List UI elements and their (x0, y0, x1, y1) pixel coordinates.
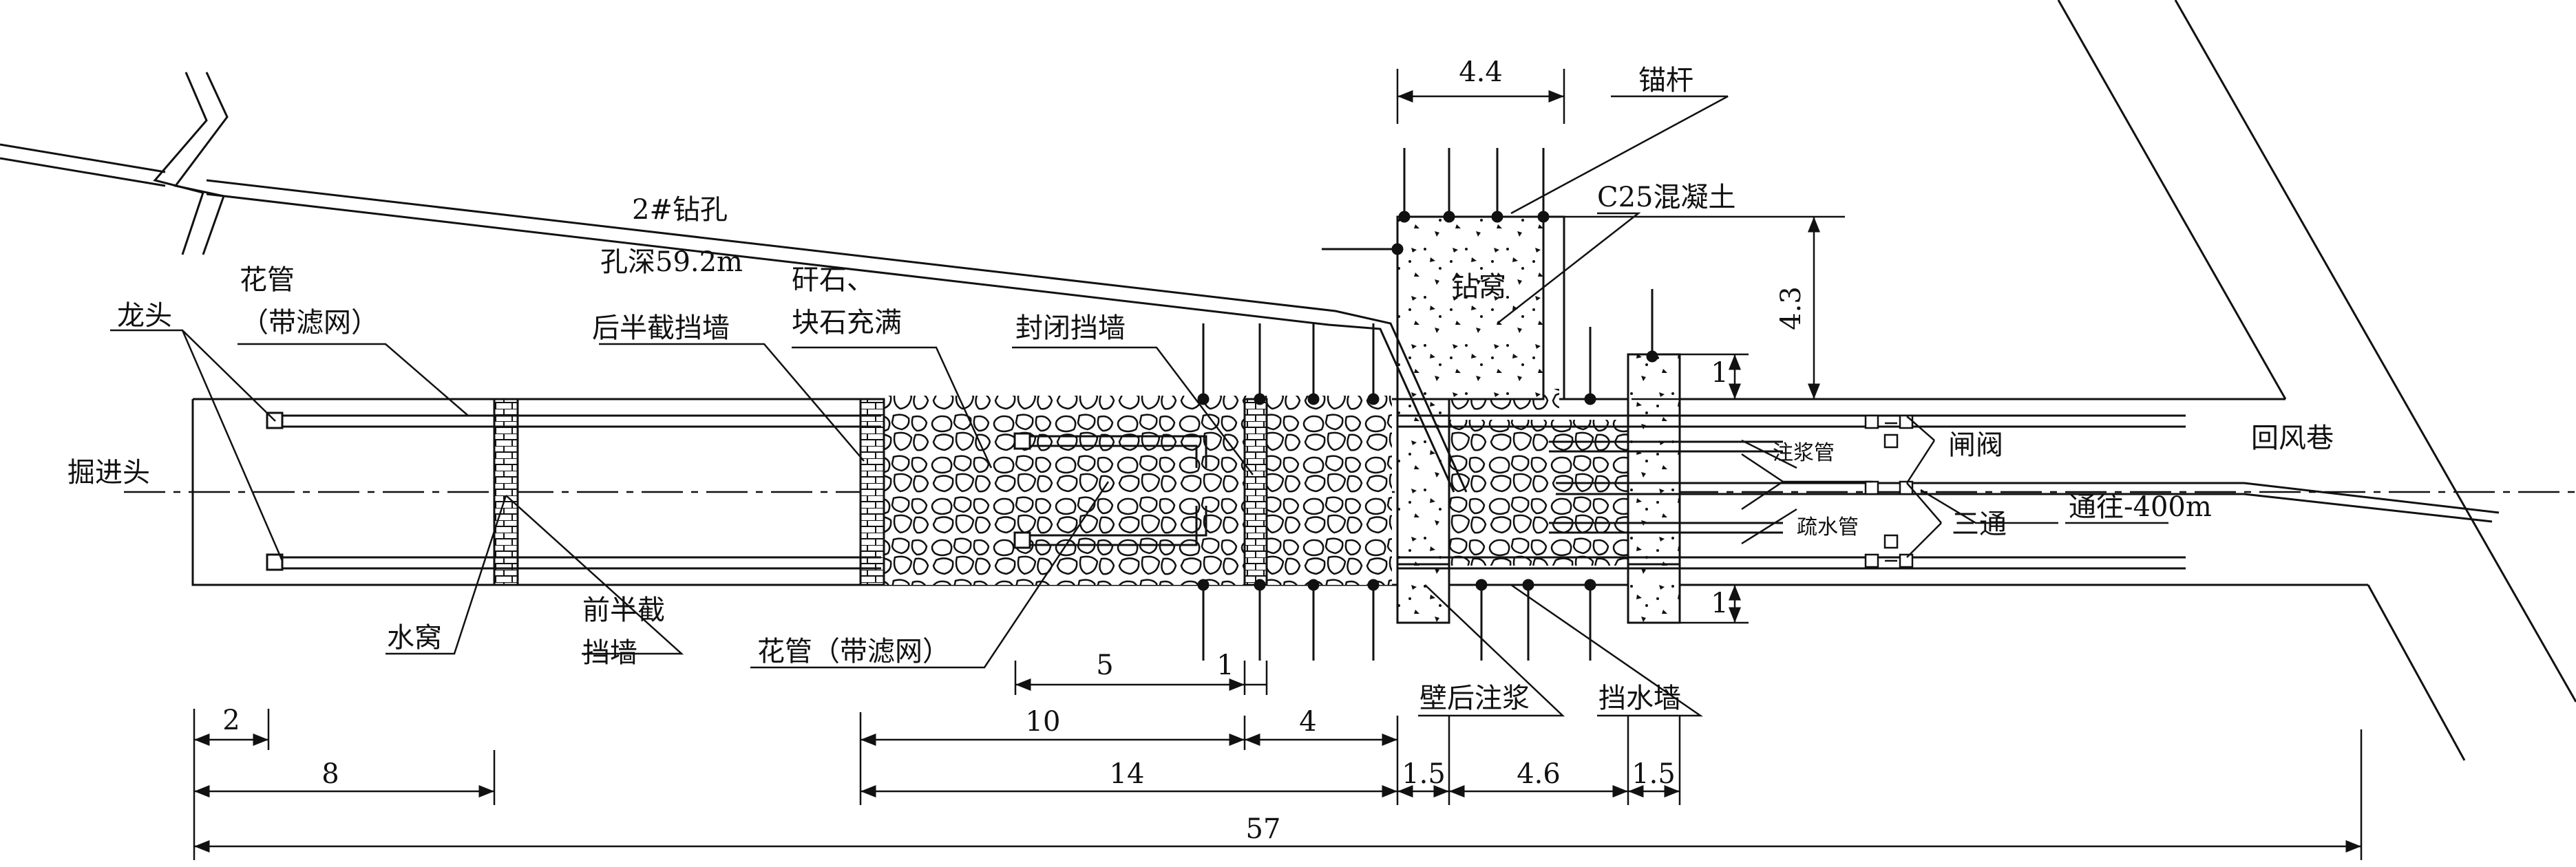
label-qianban-2: 挡墙 (582, 637, 637, 669)
label-shuiwo: 水窝 (387, 622, 442, 654)
dim-4-6: 4.6 (1517, 758, 1561, 790)
label-zuanwo: 钻窝 (1451, 271, 1506, 303)
label-zhafa: 闸阀 (1948, 429, 2003, 461)
dim-57: 57 (1246, 813, 1281, 845)
dimension-values: 4.4 4.3 1 1 5 1 2 10 4 8 14 1.5 4.6 1.5 … (222, 56, 1807, 845)
leader-lines (110, 95, 2168, 717)
borehole-2 (0, 143, 1468, 493)
return-airway (2057, 0, 2576, 761)
dim-1-5-b: 1.5 (1632, 758, 1676, 790)
valve-fittings (1864, 414, 1914, 568)
anchor-bolts (1197, 148, 1658, 661)
break-line (153, 72, 229, 255)
dimension-lines (193, 69, 2363, 860)
pipes (274, 414, 2500, 570)
dim-10: 10 (1026, 706, 1061, 738)
dim-2: 2 (222, 705, 240, 736)
small-labels: 注浆管 疏水管 (1773, 441, 1859, 539)
label-fengbi: 封闭挡墙 (1015, 312, 1126, 344)
dim-1-5-a: 1.5 (1402, 758, 1446, 790)
label-maogan: 锚杆 (1638, 65, 1693, 96)
label-c25: C25混凝土 (1597, 182, 1736, 213)
label-tongwang: 通往-400m (2069, 491, 2212, 523)
label-dangshui: 挡水墙 (1598, 683, 1681, 714)
label-qianban-1: 前半截 (582, 595, 665, 626)
label-huaguan-top-1: 花管 (240, 264, 295, 296)
dim-14: 14 (1110, 758, 1145, 790)
label-hole-2: 孔深59.2m (600, 246, 743, 278)
label-shushui: 疏水管 (1797, 515, 1859, 539)
label-santong: 三通 (1952, 509, 2007, 540)
label-huaguan-bottom: 花管（带滤网） (757, 636, 950, 667)
label-ganshi-2: 块石充满 (792, 307, 902, 339)
dim-5: 5 (1096, 650, 1113, 681)
label-bihou: 壁后注浆 (1419, 683, 1530, 714)
dim-1-top: 1 (1711, 357, 1728, 389)
label-ganshi-1: 矸石、 (792, 264, 874, 296)
label-juejintou: 掘进头 (67, 457, 150, 489)
dim-8: 8 (321, 758, 339, 790)
dim-1-bottom: 1 (1711, 588, 1728, 619)
label-houban: 后半截挡墙 (592, 312, 730, 344)
dim-1: 1 (1216, 650, 1234, 681)
label-zhujiang: 注浆管 (1773, 441, 1835, 465)
dim-4-4: 4.4 (1459, 56, 1503, 88)
rock-fill-section (881, 396, 1392, 585)
concrete-blocks (1396, 215, 1681, 624)
dim-4-3: 4.3 (1775, 286, 1807, 330)
label-hole-1: 2#钻孔 (632, 194, 728, 226)
rock-fill-lower (1449, 420, 1629, 566)
label-longtou: 龙头 (117, 300, 172, 332)
label-huifeng: 回风巷 (2251, 422, 2334, 454)
labels: 龙头 花管 （带滤网） 后半截挡墙 矸石、 块石充满 封闭挡墙 锚杆 C25混凝… (67, 65, 2334, 714)
dim-4: 4 (1299, 706, 1316, 738)
label-huaguan-top-2: （带滤网） (241, 307, 379, 339)
